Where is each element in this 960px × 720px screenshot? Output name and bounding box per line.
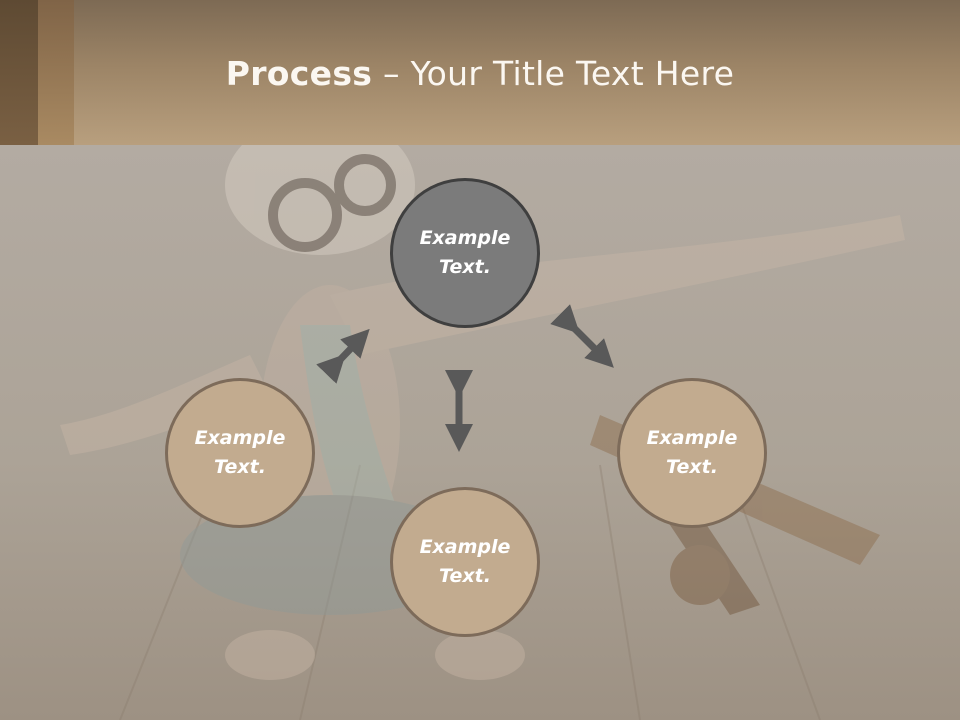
title-banner: Process – Your Title Text Here — [0, 0, 960, 145]
slide-title[interactable]: Process – Your Title Text Here — [0, 54, 960, 93]
arrow-top-left — [316, 328, 370, 384]
decor-strip — [0, 0, 38, 145]
title-bold: Process — [225, 54, 373, 93]
title-rest: – Your Title Text Here — [372, 54, 735, 93]
decor-strip — [38, 0, 74, 145]
arrow-top-right — [550, 304, 614, 368]
